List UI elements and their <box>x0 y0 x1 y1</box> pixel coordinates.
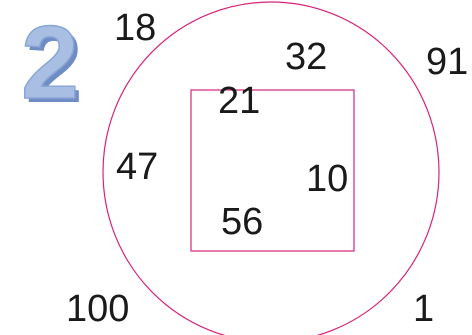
number-10: 10 <box>306 160 348 198</box>
number-47: 47 <box>116 148 158 186</box>
number-21: 21 <box>218 82 260 120</box>
number-91: 91 <box>426 43 468 81</box>
number-18: 18 <box>114 9 156 47</box>
number-32: 32 <box>285 38 327 76</box>
number-56: 56 <box>221 203 263 241</box>
number-1: 1 <box>413 290 434 328</box>
number-100: 100 <box>66 290 129 328</box>
